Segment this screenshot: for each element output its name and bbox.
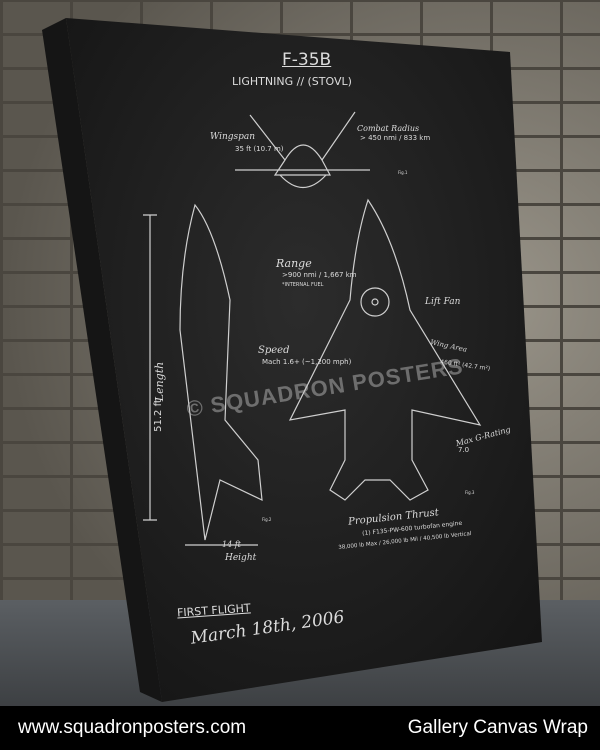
combat-radius-value: > 450 nmi / 833 km xyxy=(360,134,431,142)
combat-radius-label: Combat Radius xyxy=(357,124,420,133)
range-label: Range xyxy=(276,257,312,270)
height-value: 14 ft xyxy=(222,540,241,549)
top-view-drawing xyxy=(288,198,482,501)
range-note: *INTERNAL FUEL xyxy=(282,282,324,288)
website-link[interactable]: www.squadronposters.com xyxy=(18,717,247,738)
wingspan-label: Wingspan xyxy=(210,132,256,142)
product-type-label: Gallery Canvas Wrap xyxy=(407,717,588,738)
wingspan-value: 35 ft (10.7 m) xyxy=(235,145,284,153)
fig1-label: Fig.1 xyxy=(398,170,408,175)
length-label: Length xyxy=(153,361,167,402)
lift-fan-label: Lift Fan xyxy=(425,297,461,307)
poster-title: F-35B xyxy=(282,50,332,70)
footer-bar: www.squadronposters.com Gallery Canvas W… xyxy=(0,706,600,750)
length-value: 51.2 ft xyxy=(152,399,164,432)
max-g-value: 7.0 xyxy=(458,446,470,454)
poster-subtitle: LIGHTNING // (STOVL) xyxy=(232,75,352,88)
height-label: Height xyxy=(225,553,257,563)
range-value: >900 nmi / 1,667 km xyxy=(282,271,357,279)
front-view-drawing xyxy=(235,111,370,189)
side-view-drawing xyxy=(143,203,263,546)
speed-label: Speed xyxy=(258,345,290,356)
fig3-label: Fig.3 xyxy=(465,490,475,495)
speed-value: Mach 1.6+ (~1,200 mph) xyxy=(262,358,352,366)
fig2-label: Fig.2 xyxy=(262,517,272,522)
